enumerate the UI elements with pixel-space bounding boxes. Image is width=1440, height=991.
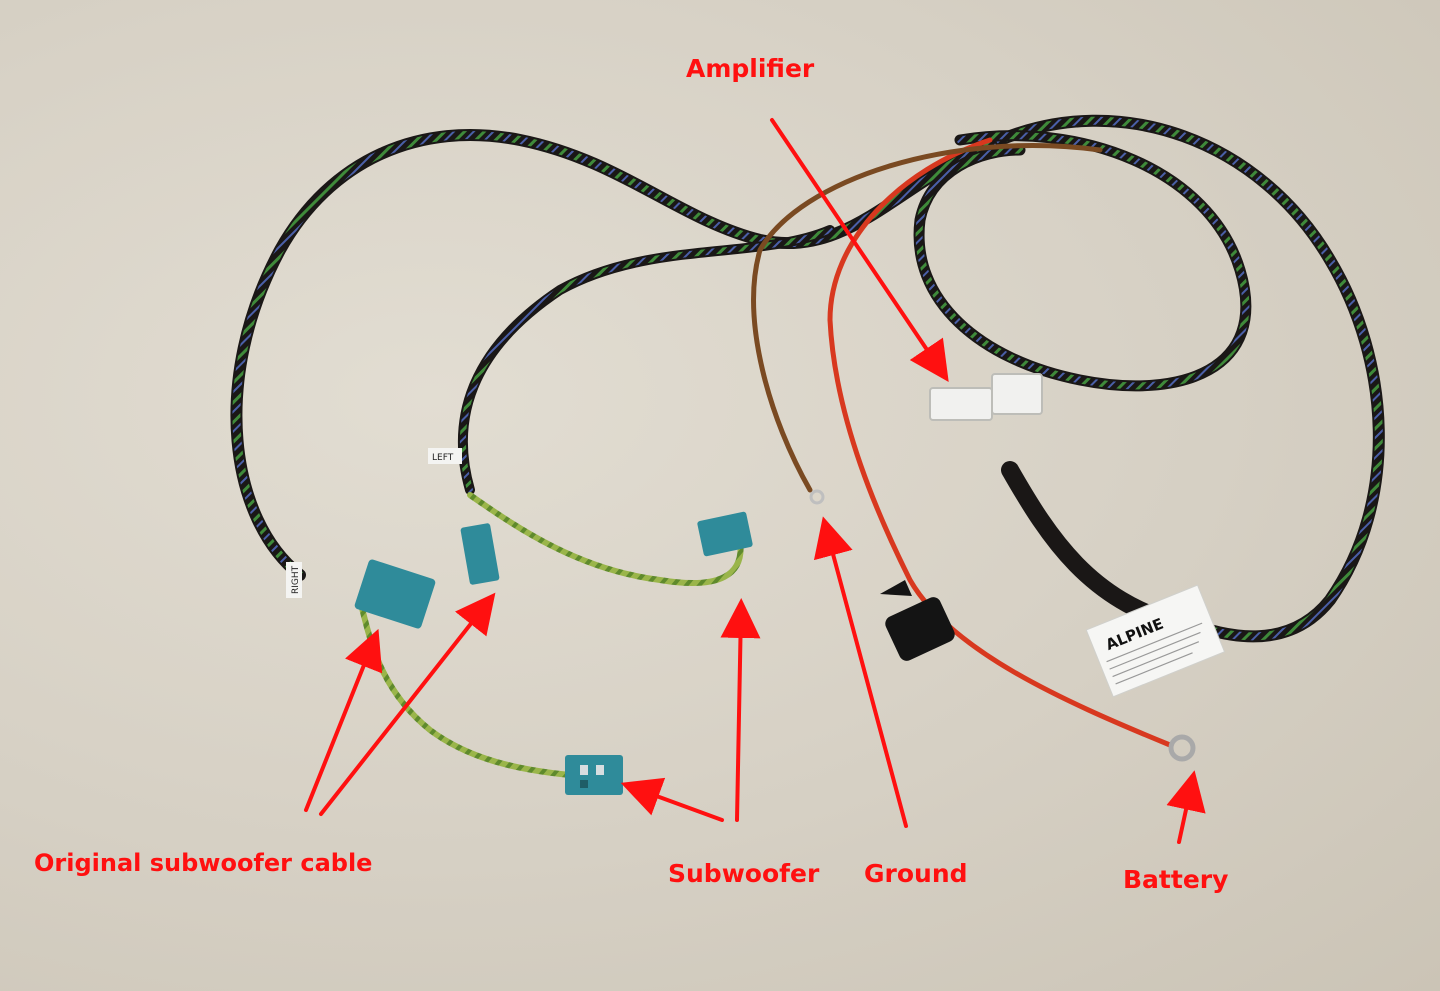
power-ground-wires <box>751 137 1196 762</box>
svg-text:RIGHT: RIGHT <box>291 565 301 594</box>
harness-left-branch <box>457 225 835 495</box>
subwoofer-wire-lower <box>357 597 573 778</box>
main-harness <box>230 114 1385 643</box>
harness-trunk <box>1001 461 1189 634</box>
subwoofer-wire-upper <box>467 492 744 586</box>
fuse-holder <box>880 580 955 661</box>
subwoofer-wires <box>357 492 744 778</box>
subwoofer-connector-upper <box>697 511 753 557</box>
annotation-arrows <box>304 118 1206 844</box>
amplifier-plug-1 <box>929 387 993 421</box>
ground-wire <box>751 143 1103 493</box>
arrow-ground <box>813 516 908 828</box>
original-connector-right <box>354 559 436 629</box>
power-wire <box>827 137 1173 748</box>
connectors <box>354 511 753 795</box>
label-battery: Battery <box>1123 865 1229 894</box>
harness-right-loop-inner <box>913 130 1252 392</box>
arrow-subwoofer-upper <box>720 598 761 822</box>
arrow-amplifier <box>770 118 949 382</box>
original-connector-left <box>460 523 500 585</box>
amplifier-plug-2 <box>991 373 1043 415</box>
battery-ring-terminal <box>1168 734 1196 762</box>
arrow-original-cable-1 <box>304 628 383 812</box>
label-ground: Ground <box>864 859 968 888</box>
label-original-subwoofer-cable: Original subwoofer cable <box>34 849 373 877</box>
subwoofer-connector-lower <box>565 755 623 795</box>
label-subwoofer: Subwoofer <box>668 859 820 888</box>
cable-tag-right: RIGHT <box>286 562 302 598</box>
label-amplifier: Amplifier <box>686 54 815 83</box>
cable-tag-left: LEFT <box>428 448 462 464</box>
svg-text:LEFT: LEFT <box>432 453 454 463</box>
arrow-battery <box>1166 770 1206 844</box>
arrow-original-cable-2 <box>319 592 496 816</box>
ground-ring-terminal <box>809 489 825 505</box>
amplifier-plugs <box>929 373 1043 421</box>
alpine-label: ALPINE <box>1085 584 1226 698</box>
arrow-subwoofer-lower <box>620 777 724 822</box>
